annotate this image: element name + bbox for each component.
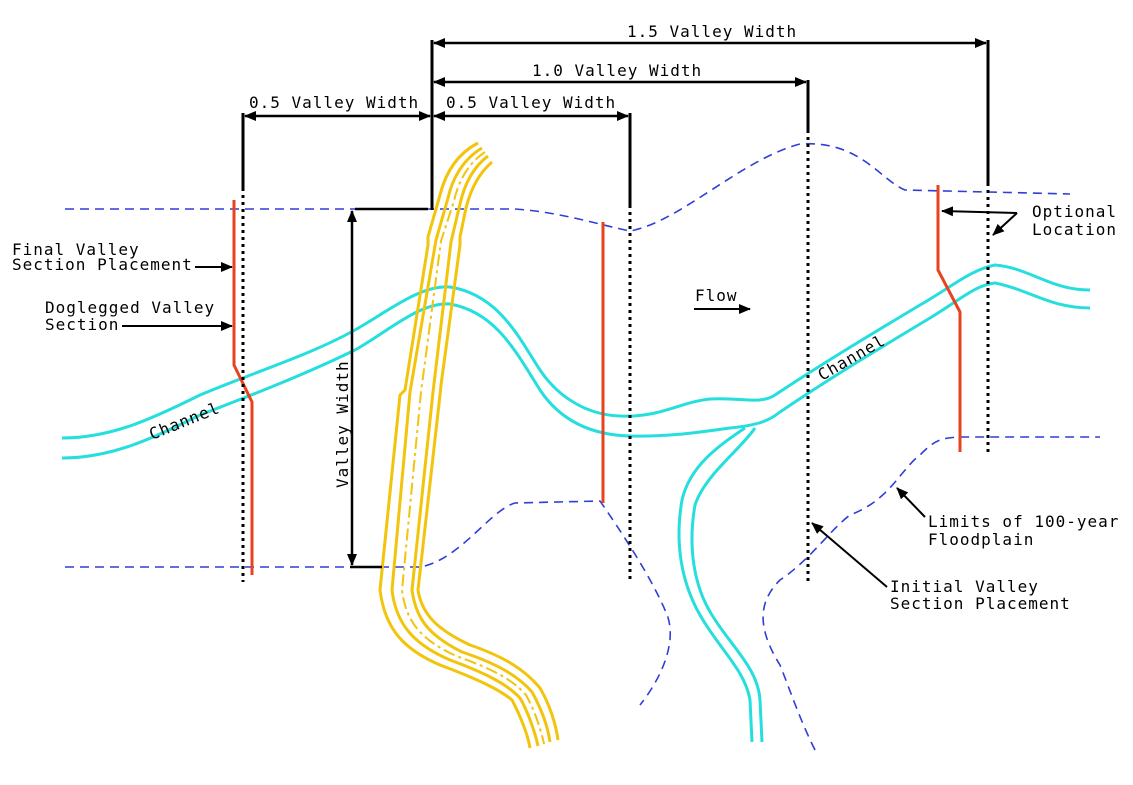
channel-bank-north [61, 263, 1091, 440]
label-dogleg-line1: Doglegged Valley [45, 298, 215, 317]
labels: 1.5 Valley Width 1.0 Valley Width 0.5 Va… [12, 22, 1119, 613]
leaders [122, 206, 1018, 588]
label-limits-line1: Limits of 100-year [928, 512, 1119, 531]
label-0-5-valley-width-right: 0.5 Valley Width [446, 93, 616, 112]
label-1-0-valley-width: 1.0 Valley Width [532, 61, 702, 80]
road-edge-east-inner [410, 154, 552, 743]
label-optional-line2: Location [1032, 220, 1117, 239]
label-channel-right: Channel [815, 331, 889, 385]
label-0-5-valley-width-left: 0.5 Valley Width [249, 93, 419, 112]
road [378, 141, 560, 749]
label-flow: Flow [695, 286, 738, 305]
channel [61, 263, 1091, 743]
floodplain-upper-left [65, 143, 1071, 232]
floodplain-lower-left [65, 500, 671, 706]
floodplain-lower-right [762, 436, 1100, 751]
label-initial-line2: Section Placement [890, 594, 1071, 613]
final-section-right [936, 185, 962, 452]
channel-bank-south [61, 281, 1091, 460]
road-centerline [400, 151, 545, 745]
tributary-east-bank [690, 427, 764, 743]
road-edge-east [416, 160, 560, 741]
label-1-5-valley-width: 1.5 Valley Width [627, 22, 797, 41]
road-edge-west-inner [390, 146, 540, 747]
label-dogleg-line2: Section [45, 315, 119, 334]
optional-leader-right [992, 212, 1018, 236]
label-channel-left: Channel [146, 398, 222, 444]
final-section-left [232, 200, 254, 575]
limits-leader [896, 487, 926, 518]
label-final-line2: Section Placement [12, 255, 193, 274]
dimensions [244, 38, 987, 569]
label-valley-width: Valley Width [333, 360, 352, 488]
initial-leader [811, 522, 888, 588]
label-optional-line1: Optional [1032, 202, 1117, 221]
final-sections [232, 185, 962, 575]
optional-leader-left [941, 206, 1018, 217]
floodplain-limits [65, 143, 1100, 751]
section-lines [241, 40, 990, 582]
label-limits-line2: Floodplain [928, 530, 1034, 549]
road-edge-west [378, 141, 532, 749]
label-initial-line1: Initial Valley [890, 577, 1039, 596]
label-final-line1: Final Valley [12, 240, 140, 259]
tributary-west-bank [677, 426, 754, 743]
